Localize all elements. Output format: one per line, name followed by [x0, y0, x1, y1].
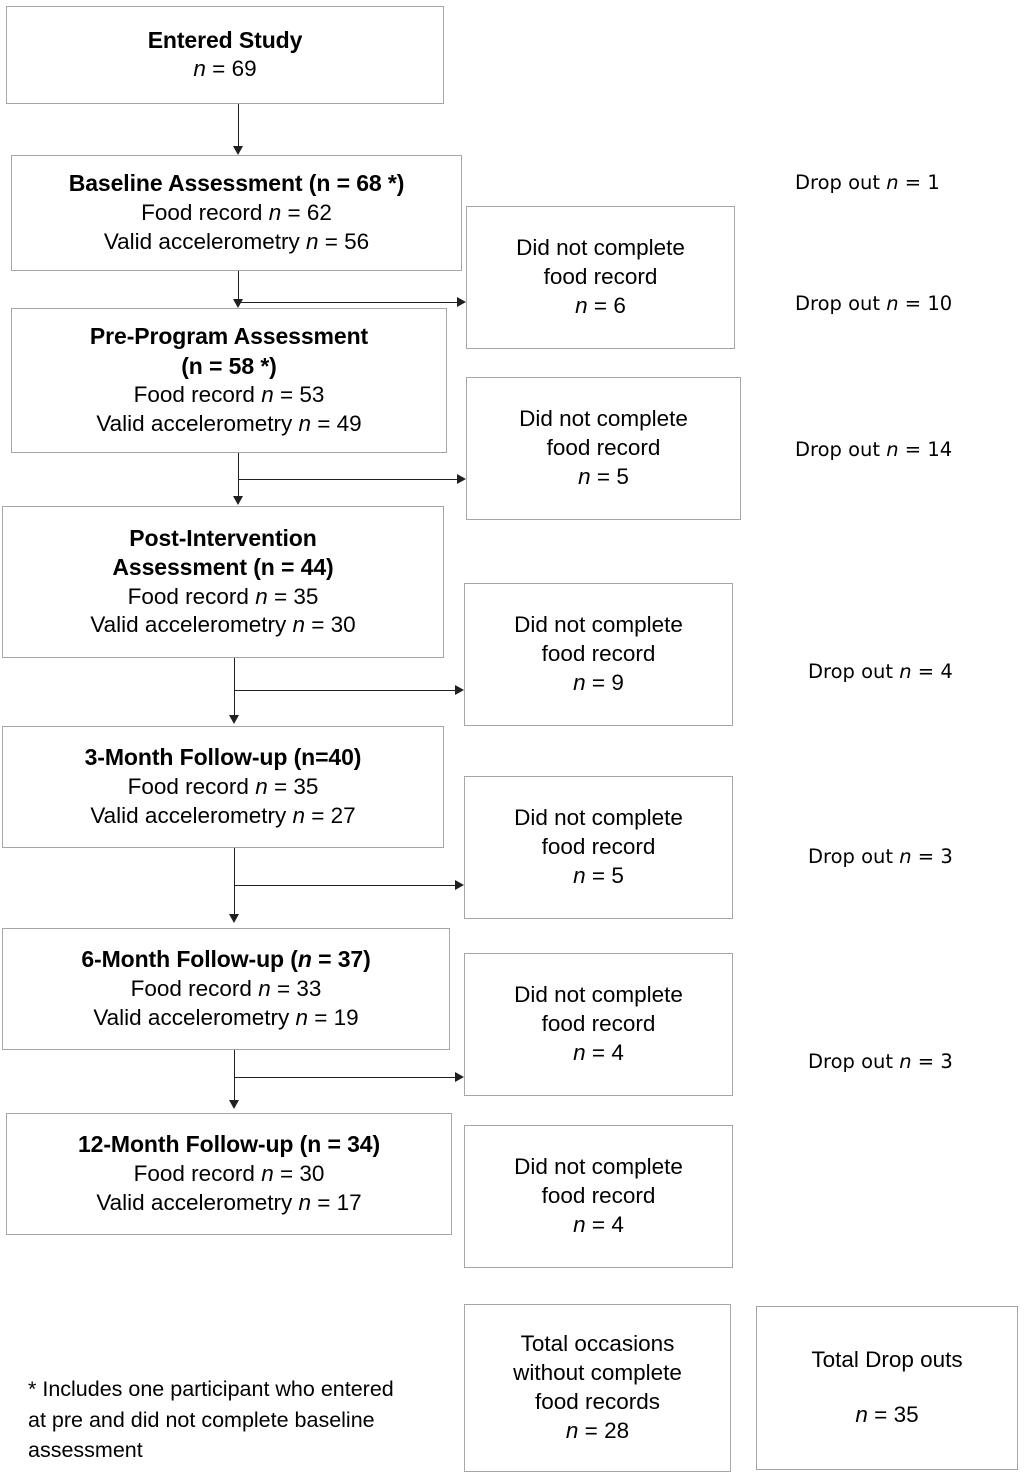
connector-three-to-six-month: [234, 848, 235, 916]
stage-line-2: Food record n = 62: [141, 199, 332, 225]
exclusion-line-3: n = 6: [575, 292, 626, 318]
branch-six-month-to-exclusion-5: [234, 1077, 455, 1078]
stage-box-entered-study[interactable]: Entered Study n = 69: [6, 6, 444, 104]
exclusion-box-3[interactable]: Did not complete food record n = 9: [464, 583, 733, 726]
total-dropouts-line-2: n = 35: [855, 1402, 919, 1427]
stage-line-2: Food record n = 30: [133, 1160, 325, 1186]
dropout-label-5: Drop out n = 3: [808, 845, 953, 868]
branch-post-to-exclusion-3: [234, 690, 455, 691]
arrowhead-entered-to-baseline: [233, 146, 243, 155]
stage-title: Pre-Program Assessment: [89, 323, 369, 350]
footnote-text: * Includes one participant who entered a…: [28, 1374, 458, 1466]
connector-post-to-three-month: [234, 658, 235, 718]
exclusion-box-6[interactable]: Did not complete food record n = 4: [464, 1125, 733, 1268]
exclusion-line-2: food record: [541, 1011, 656, 1037]
arrowhead-pre-exclusion-2: [457, 474, 466, 484]
total-occasions-line-2: without complete: [513, 1360, 682, 1386]
stage-line-3: Valid accelerometry n = 27: [90, 802, 356, 828]
connector-six-to-twelve-month: [234, 1050, 235, 1102]
branch-baseline-to-exclusion-1: [238, 302, 457, 303]
stage-line-3: Valid accelerometry n = 56: [103, 228, 370, 254]
stage-box-post-intervention-assessment[interactable]: Post-Intervention Assessment (n = 44) Fo…: [2, 506, 444, 658]
arrowhead-six-month-exclusion-5: [455, 1072, 464, 1082]
connector-entered-to-baseline: [238, 104, 239, 148]
exclusion-box-5[interactable]: Did not complete food record n = 4: [464, 953, 733, 1096]
stage-title: 3-Month Follow-up (n=40): [84, 744, 362, 771]
stage-title: Post-Intervention: [129, 524, 317, 551]
arrowhead-pre-to-post: [233, 496, 243, 505]
stage-line-3: Valid accelerometry n = 17: [96, 1189, 362, 1215]
stage-box-baseline-assessment[interactable]: Baseline Assessment (n = 68 *) Food reco…: [11, 155, 462, 271]
stage-title: Entered Study: [147, 26, 303, 53]
exclusion-line-1: Did not complete: [516, 235, 685, 261]
arrowhead-baseline-exclusion-1: [457, 297, 466, 307]
exclusion-line-2: food record: [541, 641, 656, 667]
arrowhead-three-month-exclusion-4: [455, 880, 464, 890]
arrowhead-three-to-six-month: [229, 914, 239, 923]
stage-line-3: Food record n = 35: [127, 583, 319, 609]
stage-title: 6-Month Follow-up (n = 37): [81, 946, 371, 973]
total-occasions-line-4: n = 28: [565, 1417, 630, 1443]
stage-line-2: Food record n = 35: [127, 773, 319, 799]
exclusion-line-2: food record: [541, 834, 656, 860]
stage-line-3: Valid accelerometry n = 19: [93, 1004, 359, 1030]
exclusion-box-1[interactable]: Did not complete food record n = 6: [466, 206, 735, 349]
exclusion-line-3: n = 5: [578, 463, 629, 489]
stage-box-pre-program-assessment[interactable]: Pre-Program Assessment (n = 58 *) Food r…: [11, 308, 447, 453]
stage-line-3: Food record n = 53: [133, 382, 325, 408]
footnote-line-1: * Includes one participant who entered: [28, 1377, 394, 1401]
arrowhead-baseline-to-pre: [233, 299, 243, 308]
dropout-label-4: Drop out n = 4: [808, 660, 953, 683]
dropout-label-2: Drop out n = 10: [795, 292, 953, 315]
dropout-label-3: Drop out n = 14: [795, 438, 953, 461]
connector-pre-to-post: [238, 453, 239, 499]
stage-line-2: n = 69: [193, 56, 257, 82]
total-occasions-line-1: Total occasions: [520, 1331, 675, 1357]
exclusion-box-4[interactable]: Did not complete food record n = 5: [464, 776, 733, 919]
arrowhead-six-to-twelve-month: [229, 1100, 239, 1109]
exclusion-line-1: Did not complete: [514, 612, 683, 638]
stage-box-three-month-followup[interactable]: 3-Month Follow-up (n=40) Food record n =…: [2, 726, 444, 848]
exclusion-line-1: Did not complete: [514, 805, 683, 831]
total-dropouts-box[interactable]: Total Drop outs n = 35: [756, 1306, 1018, 1470]
exclusion-line-3: n = 9: [573, 669, 624, 695]
exclusion-line-1: Did not complete: [519, 406, 688, 432]
dropout-label-6: Drop out n = 3: [808, 1050, 953, 1073]
branch-three-month-to-exclusion-4: [234, 885, 455, 886]
stage-box-twelve-month-followup[interactable]: 12-Month Follow-up (n = 34) Food record …: [6, 1113, 452, 1235]
branch-pre-to-exclusion-2: [238, 479, 457, 480]
stage-line-4: Valid accelerometry n = 49: [96, 410, 362, 436]
footnote-line-2: at pre and did not complete baseline: [28, 1407, 375, 1432]
total-occasions-box[interactable]: Total occasions without complete food re…: [464, 1304, 731, 1472]
stage-box-six-month-followup[interactable]: 6-Month Follow-up (n = 37) Food record n…: [2, 928, 450, 1050]
arrowhead-post-to-three-month: [229, 715, 239, 724]
exclusion-line-1: Did not complete: [514, 982, 683, 1008]
exclusion-line-2: food record: [546, 435, 661, 461]
stage-title: Baseline Assessment (n = 68 *): [68, 170, 405, 197]
connector-baseline-to-pre: [238, 271, 239, 302]
exclusion-box-2[interactable]: Did not complete food record n = 5: [466, 377, 741, 520]
exclusion-line-3: n = 5: [573, 862, 624, 888]
arrowhead-post-exclusion-3: [455, 685, 464, 695]
total-occasions-line-3: food records: [534, 1389, 661, 1414]
exclusion-line-3: n = 4: [573, 1211, 624, 1237]
stage-title: 12-Month Follow-up (n = 34): [77, 1131, 381, 1158]
stage-line-4: Valid accelerometry n = 30: [90, 612, 356, 638]
stage-line-2: Food record n = 33: [130, 975, 322, 1001]
total-dropouts-line-1: Total Drop outs: [811, 1347, 963, 1373]
exclusion-line-2: food record: [541, 1183, 656, 1209]
stage-line-2: Assessment (n = 44): [112, 554, 334, 581]
footnote-line-3: assessment: [28, 1438, 143, 1463]
dropout-label-1: Drop out n = 1: [795, 171, 940, 194]
exclusion-line-1: Did not complete: [514, 1154, 683, 1180]
exclusion-line-3: n = 4: [573, 1039, 624, 1065]
stage-line-2: (n = 58 *): [181, 352, 277, 379]
exclusion-line-2: food record: [543, 264, 658, 290]
